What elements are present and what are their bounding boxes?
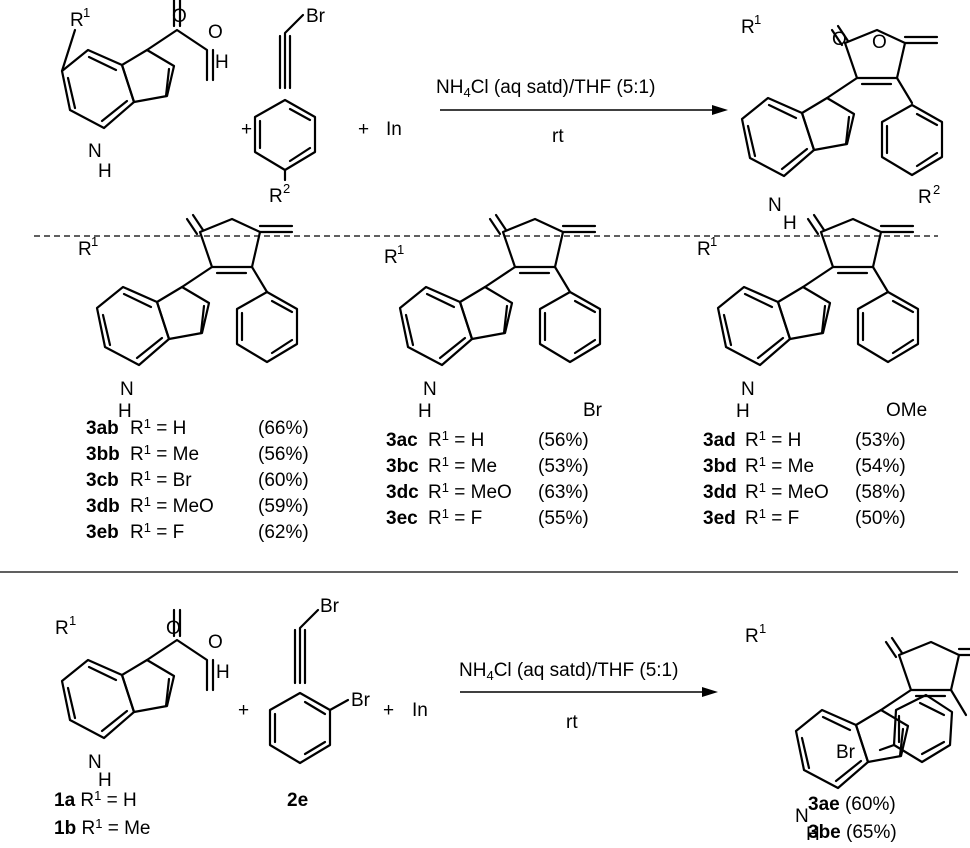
svg-text:1: 1 <box>710 234 717 249</box>
svg-text:OMe: OMe <box>886 400 927 421</box>
svg-text:Br: Br <box>351 690 371 711</box>
svg-text:H: H <box>98 161 112 182</box>
svg-text:1: 1 <box>397 242 404 257</box>
label-1a: 1a R1 = H <box>54 788 137 811</box>
svg-text:N: N <box>768 195 782 216</box>
svg-text:R: R <box>70 10 84 31</box>
svg-text:R: R <box>741 17 755 38</box>
svg-text:2: 2 <box>933 182 940 197</box>
svg-text:R: R <box>697 239 711 260</box>
svg-text:N: N <box>423 379 437 400</box>
bond <box>60 28 77 73</box>
svg-text:Br: Br <box>320 596 340 617</box>
conditions-top-below: rt <box>552 126 564 147</box>
svg-text:N: N <box>120 379 134 400</box>
svg-text:H: H <box>216 662 230 683</box>
arrow-head <box>712 105 728 115</box>
svg-text:1: 1 <box>69 613 76 628</box>
plus-sign: + <box>358 119 369 140</box>
svg-text:H: H <box>736 401 750 422</box>
svg-text:O: O <box>208 632 223 653</box>
indium-label: In <box>386 119 402 140</box>
svg-text:2: 2 <box>283 181 290 196</box>
label-1b: 1b R1 = Me <box>54 816 151 839</box>
svg-text:H: H <box>418 401 432 422</box>
svg-text:H: H <box>783 213 797 234</box>
svg-text:1: 1 <box>759 621 766 636</box>
svg-text:H: H <box>215 52 229 73</box>
conditions-top: NH4Cl (aq satd)/THF (5:1) <box>436 77 656 100</box>
reactant-2e: Br Br <box>268 596 371 765</box>
label-3be: 3be (65%) <box>808 822 897 843</box>
svg-text:R: R <box>918 187 932 208</box>
svg-text:1: 1 <box>83 5 90 20</box>
conditions-bottom-below: rt <box>566 712 578 733</box>
svg-text:1: 1 <box>91 234 98 249</box>
svg-text:R: R <box>55 618 69 639</box>
svg-text:N: N <box>88 752 102 773</box>
svg-text:O: O <box>832 29 847 50</box>
svg-text:H: H <box>806 824 820 845</box>
svg-text:Br: Br <box>836 742 856 763</box>
plus-sign: + <box>383 700 394 721</box>
plus-sign: + <box>238 700 249 721</box>
svg-text:Br: Br <box>306 6 326 27</box>
arrow-head <box>702 687 718 697</box>
label-3ae: 3ae (60%) <box>808 794 896 815</box>
svg-text:O: O <box>172 6 187 27</box>
svg-text:R: R <box>745 626 759 647</box>
svg-text:O: O <box>872 32 887 53</box>
svg-text:R: R <box>78 239 92 260</box>
svg-text:R: R <box>384 247 398 268</box>
conditions-bottom: NH4Cl (aq satd)/THF (5:1) <box>459 660 679 683</box>
svg-text:O: O <box>208 22 223 43</box>
svg-text:H: H <box>118 401 132 422</box>
svg-text:N: N <box>741 379 755 400</box>
label-2e: 2e <box>287 790 309 811</box>
svg-text:Br: Br <box>583 400 603 421</box>
svg-text:N: N <box>88 141 102 162</box>
indium-label: In <box>412 700 428 721</box>
svg-text:N: N <box>795 806 809 827</box>
svg-text:H: H <box>98 770 112 791</box>
plus-sign: + <box>241 119 252 140</box>
svg-text:1: 1 <box>754 12 761 27</box>
svg-text:O: O <box>166 618 181 639</box>
svg-text:R: R <box>269 186 283 207</box>
